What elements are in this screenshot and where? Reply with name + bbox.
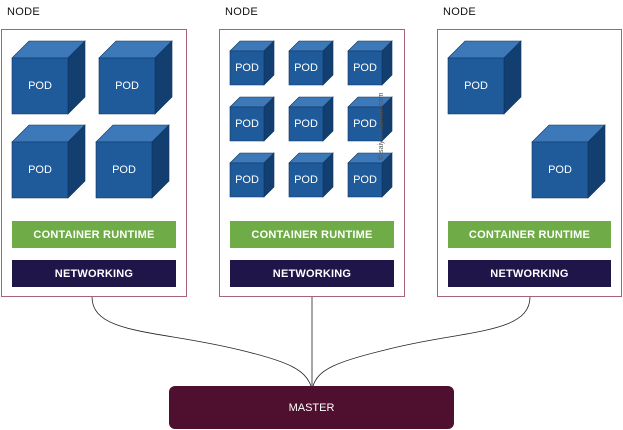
pod-label: POD (464, 80, 488, 92)
pod-cube-icon (347, 96, 393, 142)
pod-cube-front (447, 57, 505, 115)
pod-2-3: POD (347, 40, 393, 86)
pod-cube-icon (229, 40, 275, 86)
pod-label: POD (353, 118, 377, 130)
pod-1-3: POD (11, 124, 86, 199)
networking-bar-2: NETWORKING (230, 260, 394, 287)
pod-cube-front (11, 141, 69, 199)
pod-cube-icon (229, 152, 275, 198)
node-label-1: NODE (7, 6, 40, 18)
pod-cube-front (347, 106, 383, 142)
pod-cube-icon (531, 124, 606, 199)
pod-2-5: POD (288, 96, 334, 142)
pod-3-2: POD (531, 124, 606, 199)
pod-label: POD (294, 174, 318, 186)
pod-cube-front (229, 162, 265, 198)
pod-2-2: POD (288, 40, 334, 86)
container-runtime-bar-1: CONTAINER RUNTIME (12, 221, 176, 248)
node-box-1: POD POD POD POD CONTAINER RUNTIME NETWOR… (1, 29, 187, 297)
pod-cube-front (347, 162, 383, 198)
pod-2-9: POD (347, 152, 393, 198)
pod-1-1: POD (11, 40, 86, 115)
pod-label: POD (294, 118, 318, 130)
pod-cube-front (288, 50, 324, 86)
pod-label: POD (353, 62, 377, 74)
pod-cube-front (95, 141, 153, 199)
connector-node-1 (91, 296, 312, 387)
pod-cube-icon (447, 40, 522, 115)
pod-cube-front (229, 50, 265, 86)
networking-bar-1: NETWORKING (12, 260, 176, 287)
master-box: MASTER (169, 386, 454, 429)
pod-2-7: POD (229, 152, 275, 198)
pod-cube-front (347, 50, 383, 86)
pod-cube-front (11, 57, 69, 115)
pod-label: POD (28, 80, 52, 92)
pod-label: POD (235, 62, 259, 74)
node-box-3: POD POD CONTAINER RUNTIME NETWORKING (437, 29, 622, 297)
pod-label: POD (112, 164, 136, 176)
pod-label: POD (28, 164, 52, 176)
pod-cube-icon (347, 40, 393, 86)
pod-label: POD (115, 80, 139, 92)
pod-2-8: POD (288, 152, 334, 198)
pod-cube-icon (11, 40, 86, 115)
node-label-2: NODE (225, 6, 258, 18)
pod-cube-front (98, 57, 156, 115)
pod-cube-icon (95, 124, 170, 199)
pod-cube-icon (288, 96, 334, 142)
pod-cube-front (288, 106, 324, 142)
pod-3-1: POD (447, 40, 522, 115)
pod-cube-icon (98, 40, 173, 115)
pod-2-1: POD (229, 40, 275, 86)
pod-label: POD (235, 174, 259, 186)
pod-2-4: POD (229, 96, 275, 142)
networking-bar-3: NETWORKING (448, 260, 611, 287)
pod-cube-icon (229, 96, 275, 142)
pod-label: POD (548, 164, 572, 176)
pod-cube-front (288, 162, 324, 198)
pod-label: POD (353, 174, 377, 186)
pod-cube-icon (288, 40, 334, 86)
pod-2-6: POD (347, 96, 393, 142)
connector-node-3 (312, 296, 531, 387)
pod-cube-icon (288, 152, 334, 198)
container-runtime-bar-2: CONTAINER RUNTIME (230, 221, 394, 248)
pod-cube-front (531, 141, 589, 199)
pod-1-2: POD (98, 40, 173, 115)
pod-cube-icon (347, 152, 393, 198)
pod-label: POD (294, 62, 318, 74)
node-box-2: POD POD POD POD POD POD POD POD POD CONT… (219, 29, 405, 297)
container-runtime-bar-3: CONTAINER RUNTIME (448, 221, 611, 248)
pod-1-4: POD (95, 124, 170, 199)
pod-cube-icon (11, 124, 86, 199)
pod-label: POD (235, 118, 259, 130)
node-label-3: NODE (443, 6, 476, 18)
pod-cube-front (229, 106, 265, 142)
